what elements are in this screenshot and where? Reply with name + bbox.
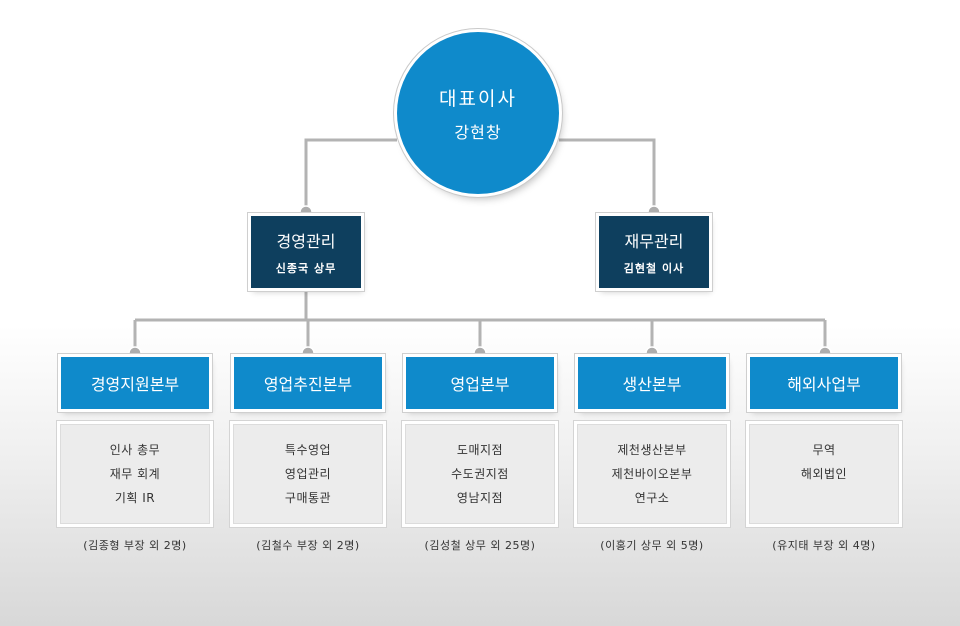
division-item: 재무 회계	[109, 467, 161, 481]
division-item: 기획 IR	[114, 491, 156, 505]
division-staff: (이홍기 상무 외 5명)	[600, 539, 704, 552]
division-header: 영업추진본부	[234, 357, 382, 409]
division-item: 제천바이오본부	[611, 467, 693, 481]
division-item: 연구소	[634, 491, 670, 505]
division-staff: (김성철 상무 외 25명)	[424, 539, 536, 552]
division-item: 구매통관	[284, 491, 332, 505]
division-staff: (유지태 부장 외 4명)	[772, 539, 876, 552]
ceo-person: 강현창	[454, 122, 502, 142]
ceo-node: 대표이사 강현창	[397, 32, 559, 194]
division-item: 무역	[812, 443, 836, 457]
division-body: 도매지점 수도권지점 영남지점	[405, 424, 555, 524]
management-title: 경영관리	[276, 232, 336, 251]
finance-person: 김현철 이사	[623, 262, 685, 275]
division-header: 해외사업부	[750, 357, 898, 409]
division-item: 제천생산본부	[617, 443, 687, 457]
division-staff: (김종형 부장 외 2명)	[83, 539, 187, 552]
management-node: 경영관리 신종국 상무	[251, 216, 361, 288]
division-header: 생산본부	[578, 357, 726, 409]
division-item: 영남지점	[456, 491, 504, 505]
management-person: 신종국 상무	[275, 262, 337, 275]
division-item: 인사 총무	[109, 443, 161, 457]
division-item: 해외법인	[800, 467, 848, 481]
division-body: 특수영업 영업관리 구매통관	[233, 424, 383, 524]
division-body: 무역 해외법인	[749, 424, 899, 524]
division-item: 도매지점	[456, 443, 504, 457]
division-header: 영업본부	[406, 357, 554, 409]
ceo-title: 대표이사	[439, 87, 517, 110]
division-staff: (김철수 부장 외 2명)	[256, 539, 360, 552]
connector-ceo-management	[304, 138, 397, 212]
division-header: 경영지원본부	[61, 357, 209, 409]
finance-node: 재무관리 김현철 이사	[599, 216, 709, 288]
division-body: 제천생산본부 제천바이오본부 연구소	[577, 424, 727, 524]
division-body: 인사 총무 재무 회계 기획 IR	[60, 424, 210, 524]
division-item: 특수영업	[284, 443, 332, 457]
finance-title: 재무관리	[624, 232, 684, 251]
connector-ceo-finance	[559, 138, 656, 212]
division-item: 수도권지점	[451, 467, 509, 481]
division-item: 영업관리	[284, 467, 332, 481]
